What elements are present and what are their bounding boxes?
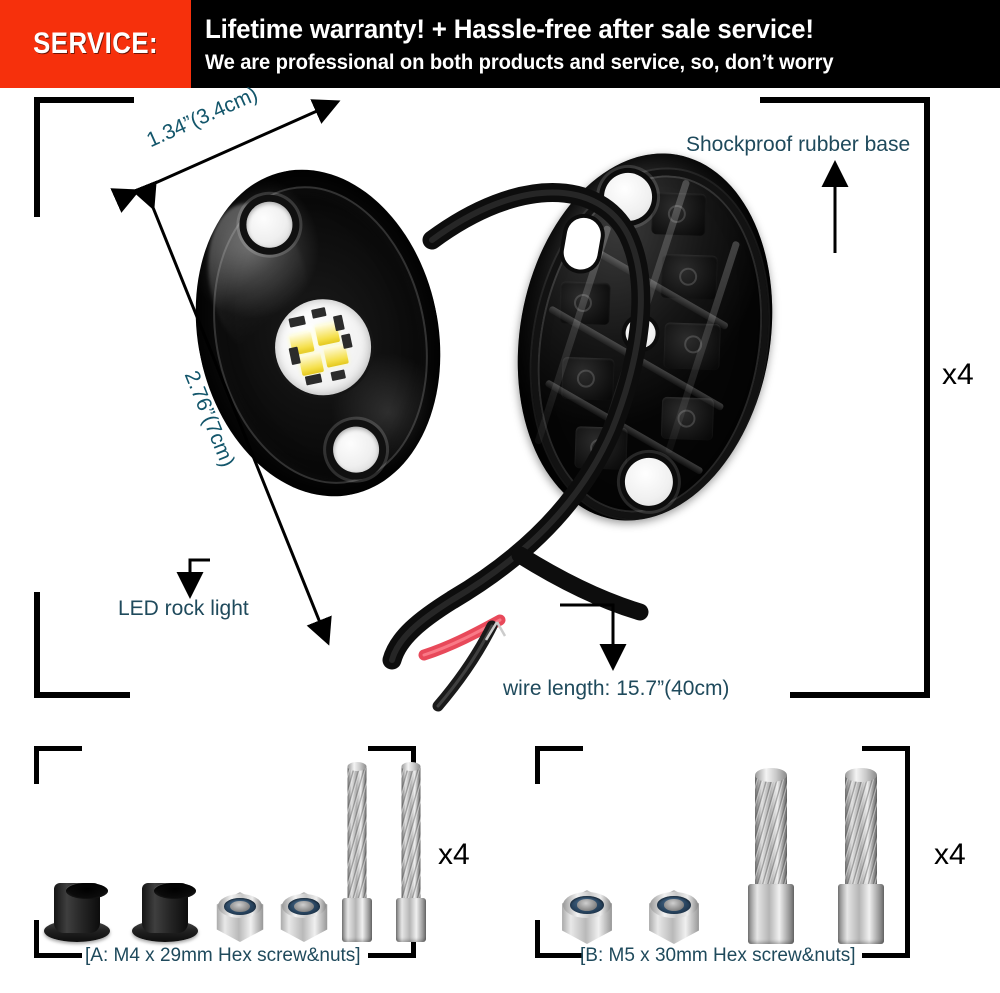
group-a-frame-left-vertical (34, 746, 39, 784)
locknut-bore (230, 900, 250, 912)
led-light-callout-label: LED rock light (118, 597, 249, 620)
group-b-frame-left-vertical (535, 746, 540, 784)
group-b-frame-bottom-right-horizontal (862, 953, 910, 958)
nylon-lock-nut (277, 892, 331, 942)
nylon-lock-nut (213, 892, 267, 942)
group-b-quantity: x4 (934, 838, 966, 871)
main-panel-quantity: x4 (942, 358, 974, 391)
screw-tip (401, 762, 421, 771)
wire-negative-highlight (436, 624, 494, 708)
screw-threaded-shank (401, 766, 421, 902)
rubber-grommet (132, 880, 198, 942)
screw-threaded-shank (347, 766, 367, 902)
service-headline: Lifetime warranty! + Hassle-free after s… (205, 14, 814, 45)
screw-threaded-shank (845, 774, 877, 886)
socket-cap-screw (342, 762, 372, 942)
main-frame-bottom-left-vertical (34, 592, 40, 698)
main-frame-top-right-horizontal (760, 97, 930, 103)
screw-head (838, 884, 884, 944)
service-subline: We are professional on both products and… (205, 51, 834, 75)
socket-cap-screw (838, 768, 884, 944)
screw-head (748, 884, 794, 944)
group-b-frame-top-right-horizontal (862, 746, 910, 751)
rubber-grommet (44, 880, 110, 942)
group-a-frame-bottom-left-vertical (34, 920, 39, 958)
socket-cap-screw (748, 768, 794, 944)
main-frame-bottom-left-horizontal (34, 692, 130, 698)
service-badge: SERVICE: (0, 0, 191, 88)
service-banner: SERVICE: Lifetime warranty! + Hassle-fre… (0, 0, 1000, 88)
screw-tip (347, 762, 367, 771)
group-a-quantity: x4 (438, 838, 470, 871)
group-a-frame-top-left-horizontal (34, 746, 82, 751)
group-a-frame-bottom-left-horizontal (34, 953, 82, 958)
screw-head (396, 898, 426, 942)
group-b-frame-bottom-left-vertical (535, 920, 540, 958)
main-frame-bottom-right-horizontal (790, 692, 930, 698)
group-a-frame-top-right-horizontal (368, 746, 416, 751)
rubber-base-callout-label: Shockproof rubber base (686, 133, 911, 156)
screw-threaded-shank (755, 774, 787, 886)
wire-jacket-highlight (389, 189, 644, 663)
locknut-bore (294, 900, 314, 912)
group-b-frame-bottom-left-horizontal (535, 953, 583, 958)
group-b-frame-top-left-horizontal (535, 746, 583, 751)
service-badge-label: SERVICE: (33, 27, 158, 60)
group-a-frame-bottom-right-horizontal (368, 953, 416, 958)
nylon-lock-nut (558, 890, 616, 944)
group-a-caption: [A: M4 x 29mm Hex screw&nuts] (85, 945, 361, 966)
screw-tip (755, 768, 787, 782)
locknut-bore (663, 899, 685, 912)
locknut-bore (576, 899, 598, 912)
grommet-bore (66, 883, 108, 899)
wire-jacket-secondary (511, 546, 649, 621)
service-banner-text: Lifetime warranty! + Hassle-free after s… (205, 5, 995, 85)
nylon-lock-nut (645, 890, 703, 944)
wire-split-strands (484, 621, 507, 641)
group-b-frame-right-vertical (905, 746, 910, 958)
screw-tip (845, 768, 877, 782)
wire-length-callout-label: wire length: 15.7”(40cm) (503, 677, 730, 700)
screw-head (342, 898, 372, 942)
main-frame-top-left-horizontal (34, 97, 134, 103)
group-b-caption: [B: M5 x 30mm Hex screw&nuts] (580, 945, 856, 966)
grommet-barrel (142, 883, 196, 933)
main-frame-left-vertical (34, 97, 40, 217)
grommet-bore (154, 883, 196, 899)
socket-cap-screw (396, 762, 426, 942)
main-frame-right-vertical (924, 97, 930, 698)
grommet-barrel (54, 883, 108, 933)
